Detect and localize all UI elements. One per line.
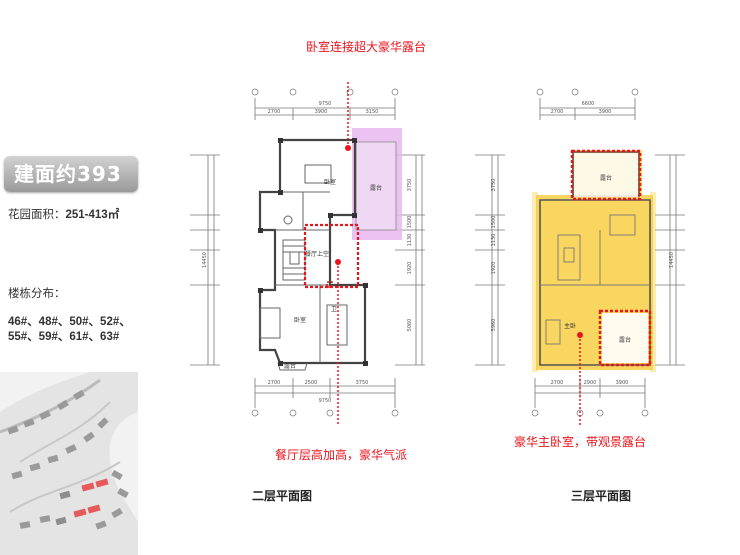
p2-dim-bottom-1: 2700 — [268, 380, 281, 386]
p2-dim-bottom-3: 3750 — [356, 380, 369, 386]
p2-dim-bottom-total: 9750 — [319, 398, 332, 404]
p2-marker-top — [345, 145, 351, 151]
buildings-line-2: 55#、59#、61#、63# — [8, 331, 120, 343]
p3-room-master: 主卧 — [564, 322, 576, 330]
p2-room-bath: 卫 — [331, 306, 337, 313]
caption-floor2: 二层平面图 — [252, 489, 313, 503]
p3-dim-bottom-1: 2700 — [551, 380, 564, 386]
p2-dim-side-total: 14450 — [202, 252, 208, 268]
p3-dim-side-1: 3750 — [491, 179, 497, 192]
buildings-label: 楼栋分布： — [8, 288, 66, 300]
p2-dim-top-2: 3900 — [315, 109, 328, 115]
p3-dim-side-2: 1500 — [491, 216, 497, 229]
p3-dim-top-total: 6600 — [582, 101, 595, 107]
p3-dim-bottom-3: 3900 — [616, 380, 629, 386]
p2-marker-bottom — [335, 259, 341, 265]
p2-dim-bottom-2: 2500 — [305, 380, 318, 386]
caption-floor3: 三层平面图 — [571, 489, 632, 503]
p2-room-terrace: 露台 — [370, 184, 382, 192]
buildings-line-1: 46#、48#、50#、52#、 — [8, 316, 131, 328]
area-badge: 建面约393㎡ — [4, 156, 138, 222]
p3-terrace-bottom-highlight — [598, 309, 652, 367]
p2-room-dining-void: 餐厅上空 — [305, 250, 329, 258]
p2-dim-side-3: 1130 — [407, 234, 413, 247]
p2-room-bedroom2: 卧室 — [294, 316, 306, 324]
p3-dim-top-1: 2700 — [551, 109, 564, 115]
p3-dim-side-5: 5960 — [491, 319, 497, 332]
garden-area-label: 花园面积： — [8, 209, 66, 221]
p3-dim-bottom-2: 2900 — [584, 380, 597, 386]
annotation-dining: 餐厅层高加高，豪华气派 — [275, 448, 408, 462]
p3-dim-top-2: 3900 — [599, 109, 612, 115]
p2-dim-side-4: 1920 — [407, 262, 413, 275]
garden-area-value: 251-413㎡ — [65, 209, 120, 221]
garden-area: 花园面积：251-413㎡ — [8, 206, 119, 222]
annotation-master: 豪华主卧室，带观景露台 — [514, 435, 647, 449]
p2-room-terrace2: 露台 — [284, 362, 296, 370]
p3-dim-side-4: 1920 — [491, 262, 497, 275]
floor-plan-3: 6600 2700 3900 2700 2900 3900 3750 1500 … — [475, 88, 685, 425]
p2-dim-side-1: 3750 — [407, 179, 413, 192]
p3-terrace-top-highlight — [570, 149, 642, 201]
p3-room-terrace-top: 露台 — [600, 174, 612, 182]
site-map — [0, 372, 138, 555]
p2-dim-side-2: 1500 — [407, 216, 413, 229]
annotation-top: 卧室连接超大豪华露台 — [306, 40, 427, 54]
p2-room-bedroom1: 卧室 — [324, 178, 336, 186]
p2-dim-side-5: 5060 — [407, 319, 413, 332]
p3-dim-side-total: 14450 — [669, 252, 675, 268]
p3-room-terrace-bottom: 露台 — [619, 336, 631, 344]
p3-dim-side-3: 1130 — [491, 234, 497, 247]
p2-dim-top-1: 2700 — [268, 109, 281, 115]
floor-plan-2: 9750 2700 3900 3150 9750 2700 2500 3750 … — [190, 80, 425, 425]
p2-dim-top-3: 3150 — [366, 109, 379, 115]
p3-marker — [577, 332, 583, 338]
p2-dim-top-total: 9750 — [319, 101, 332, 107]
